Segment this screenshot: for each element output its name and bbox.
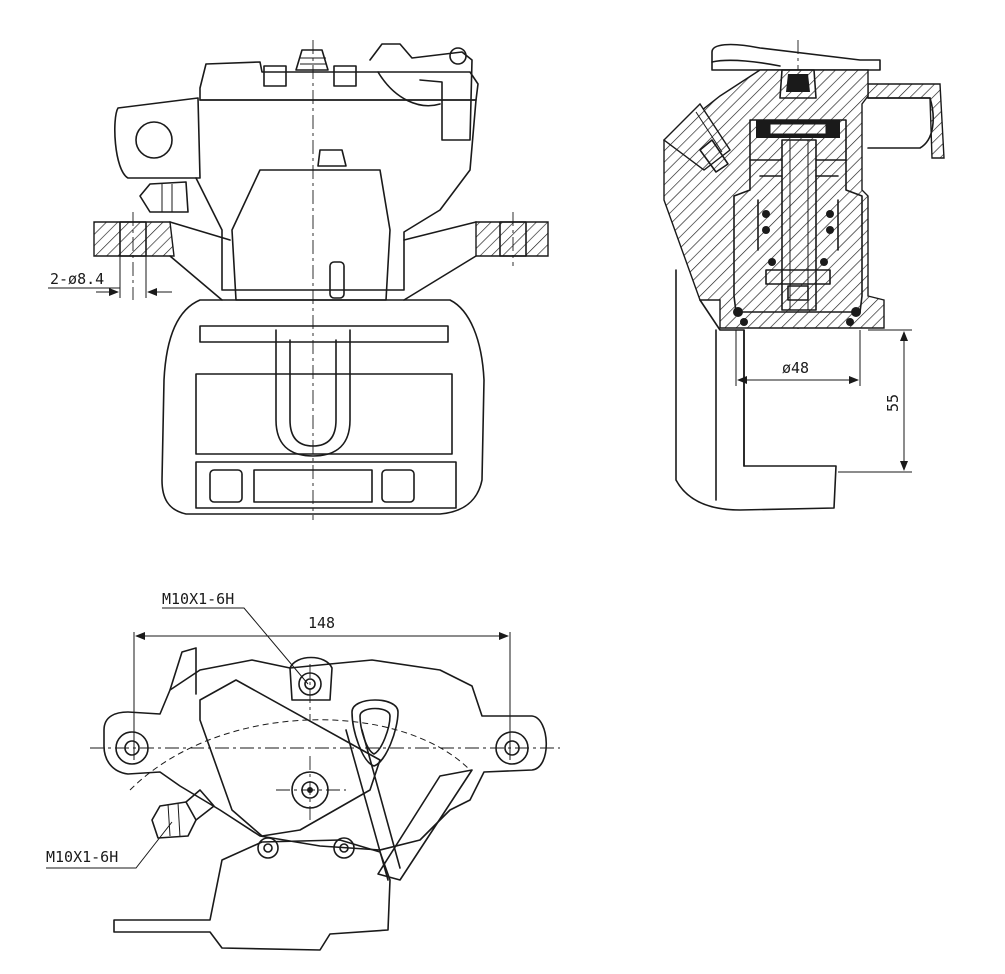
piston-height-label: 55 [884,394,902,412]
mount-holes-label: 2-ø8.4 [50,270,104,288]
piston-diameter-label: ø48 [782,359,809,377]
top-port-thread-label: M10X1-6H [162,590,234,608]
plan-view: 148 [46,590,560,951]
front-view: 2-ø8.4 [48,40,549,520]
section-view: ø48 55 [662,40,945,511]
mount-span-label: 148 [308,614,335,632]
side-port-thread-label: M10X1-6H [46,848,118,866]
